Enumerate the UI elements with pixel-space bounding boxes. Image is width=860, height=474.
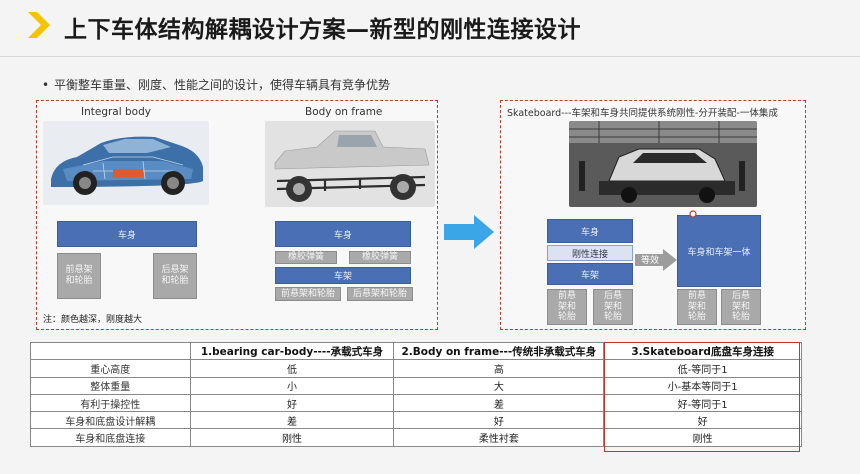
frame-body-block: 车身	[275, 221, 411, 247]
marker-dot-icon	[689, 210, 697, 218]
skateboard-front-suspension-block: 前悬 架和 轮胎	[547, 289, 587, 325]
bullet-point: • 平衡整车重量、刚度、性能之间的设计，使得车辆具有竞争优势	[42, 76, 390, 93]
comparison-table: 1.bearing car-body----承载式车身 2.Body on fr…	[30, 341, 802, 447]
table-row: 整体重量 小 大 小-基本等同于1	[30, 376, 802, 395]
rubber-spring-block-2: 橡胶弹簧	[349, 251, 411, 264]
chevron-icon	[28, 12, 50, 38]
table-cell: 刚性	[603, 428, 802, 447]
table-cell: 刚性	[189, 428, 395, 447]
factory-assembly-image	[569, 121, 757, 207]
integral-body-block: 车身	[57, 221, 197, 247]
table-cell: 差	[189, 411, 395, 430]
integral-body-car-image	[43, 121, 209, 205]
table-cell: 高	[393, 359, 605, 378]
table-cell: 好	[393, 411, 605, 430]
table-row: 车身和底盘设计解耦 差 好 好	[30, 411, 802, 430]
equivalent-label: 等效	[641, 256, 660, 266]
header-cell: 2.Body on frame---传统非承载式车身	[393, 341, 605, 361]
bullet-dot-icon: •	[42, 78, 50, 92]
bullet-text: 平衡整车重量、刚度、性能之间的设计，使得车辆具有竞争优势	[54, 78, 391, 92]
right-skateboard-panel: Skateboard---车架和车身共同提供系统刚性-分开装配-一体集成 车身 …	[500, 100, 806, 330]
body-on-frame-car-image	[265, 121, 435, 207]
skateboard-caption: Skateboard---车架和车身共同提供系统刚性-分开装配-一体集成	[507, 108, 778, 119]
skateboard-rear-suspension-block: 后悬 架和 轮胎	[593, 289, 633, 325]
integral-front-suspension-block: 前悬架 和轮胎	[57, 253, 101, 299]
table-cell: 整体重量	[30, 376, 191, 395]
integrated-rear-suspension-block: 后悬 架和 轮胎	[721, 289, 761, 325]
right-arrow-icon	[444, 215, 494, 249]
left-comparison-panel: Integral body Body on frame 车身 前悬架 和轮胎 后…	[36, 100, 438, 330]
table-row: 车身和底盘连接 刚性 柔性衬套 刚性	[30, 428, 802, 447]
table-cell: 好-等同于1	[603, 393, 802, 413]
stiffness-note: 注：颜色越深，刚度越大	[43, 315, 143, 325]
table-row: 有利于操控性 好 差 好-等同于1	[30, 393, 802, 413]
equivalent-arrow-icon	[635, 249, 677, 271]
table-cell: 低	[189, 359, 395, 378]
table-header-row: 1.bearing car-body----承载式车身 2.Body on fr…	[30, 341, 802, 361]
table-cell: 好	[603, 411, 802, 430]
table-cell: 低-等同于1	[603, 359, 802, 378]
integrated-front-suspension-block: 前悬 架和 轮胎	[677, 289, 717, 325]
frame-front-suspension-block: 前悬架和轮胎	[275, 287, 341, 301]
skateboard-chassis-block: 车架	[547, 263, 633, 285]
rigid-connection-block: 刚性连接	[547, 245, 633, 261]
table-cell: 小	[189, 376, 395, 395]
table-cell: 差	[393, 393, 605, 413]
table-cell: 好	[189, 393, 395, 413]
slide-title: 上下车体结构解耦设计方案—新型的刚性连接设计	[64, 17, 581, 43]
table-cell: 车身和底盘连接	[30, 428, 191, 447]
table-cell: 有利于操控性	[30, 393, 191, 413]
integral-rear-suspension-block: 后悬架 和轮胎	[153, 253, 197, 299]
rubber-spring-block-1: 橡胶弹簧	[275, 251, 337, 264]
header-cell: 1.bearing car-body----承载式车身	[189, 341, 395, 361]
table-cell: 柔性衬套	[393, 428, 605, 447]
title-divider	[0, 56, 860, 57]
table-cell: 重心高度	[30, 359, 191, 378]
table-row: 重心高度 低 高 低-等同于1	[30, 359, 802, 378]
table-cell: 大	[393, 376, 605, 395]
integral-body-caption: Integral body	[81, 106, 151, 118]
header-cell: 3.Skateboard底盘车身连接	[603, 341, 802, 361]
frame-chassis-block: 车架	[275, 267, 411, 284]
header-cell	[30, 341, 191, 361]
table-cell: 小-基本等同于1	[603, 376, 802, 395]
integrated-body-chassis-block: 车身和车架一体	[677, 215, 761, 287]
title-bar: 上下车体结构解耦设计方案—新型的刚性连接设计	[0, 0, 860, 58]
frame-rear-suspension-block: 后悬架和轮胎	[347, 287, 413, 301]
skateboard-body-block: 车身	[547, 219, 633, 243]
table-cell: 车身和底盘设计解耦	[30, 411, 191, 430]
body-on-frame-caption: Body on frame	[305, 106, 383, 118]
